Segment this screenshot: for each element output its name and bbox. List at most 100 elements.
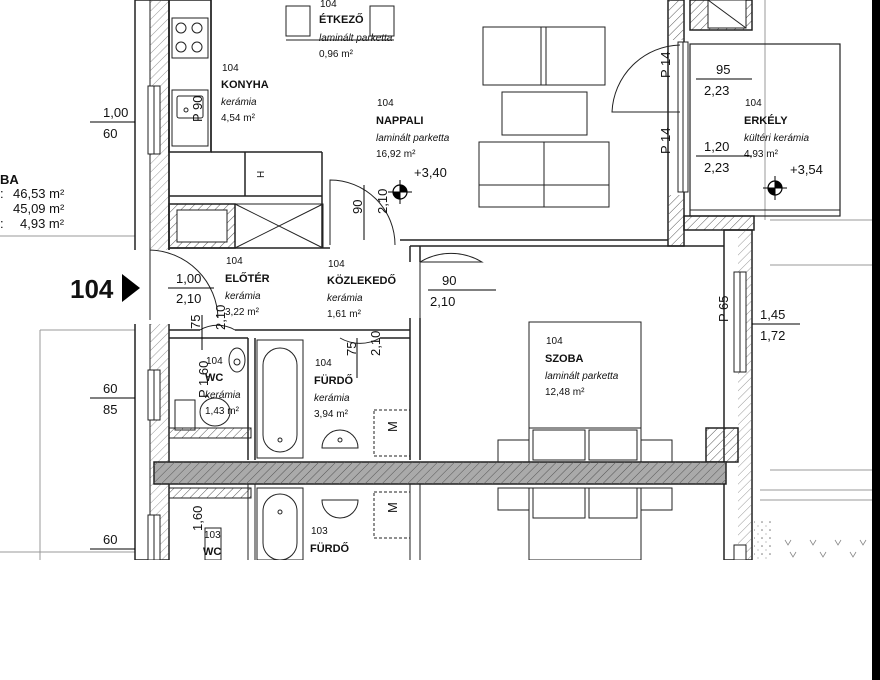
neighbour-outlines (0, 0, 880, 560)
room-szoba: 104 SZOBA laminált parketta 12,48 m² (545, 336, 619, 398)
svg-text:P 90: P 90 (190, 95, 205, 122)
dimension-left-window-2: 60 85 (90, 381, 135, 417)
svg-text:104: 104 (226, 256, 243, 267)
svg-text:SZOBA: SZOBA (545, 353, 584, 365)
interior-doors (199, 179, 484, 344)
svg-text:4,54 m²: 4,54 m² (221, 113, 256, 124)
svg-text:75: 75 (188, 315, 203, 329)
svg-text:4,93 m²: 4,93 m² (744, 149, 779, 160)
svg-text:FÜRDŐ: FÜRDŐ (310, 542, 350, 555)
svg-text:KÖZLEKEDŐ: KÖZLEKEDŐ (327, 274, 397, 287)
svg-text::: : (0, 216, 4, 231)
svg-text:2,10: 2,10 (176, 291, 201, 306)
svg-text:12,48 m²: 12,48 m² (545, 387, 585, 398)
room-eloter: 104 ELŐTÉR kerámia 3,22 m² (225, 256, 270, 318)
svg-text:16,92 m²: 16,92 m² (376, 149, 416, 160)
svg-text:103: 103 (204, 530, 221, 541)
svg-text:0,96 m²: 0,96 m² (319, 49, 354, 60)
dimension-living-door: 90 2,10 (350, 185, 390, 240)
dimension-wc-door: 75 2,10 (188, 305, 228, 350)
svg-text:4,93 m²: 4,93 m² (20, 216, 65, 231)
level-marker-balcony (763, 176, 787, 200)
machine-mark-103: M (385, 502, 400, 513)
svg-text:laminált parketta: laminált parketta (545, 371, 619, 382)
svg-text:kerámia: kerámia (225, 291, 261, 302)
svg-text:2,23: 2,23 (704, 83, 729, 98)
svg-text:103: 103 (311, 526, 328, 537)
svg-text:1,60: 1,60 (190, 506, 205, 531)
svg-text:45,09 m²: 45,09 m² (13, 201, 65, 216)
svg-text:ERKÉLY: ERKÉLY (744, 114, 788, 127)
svg-text:1,43 m²: 1,43 m² (205, 406, 240, 417)
dimension-left-window-3: 60 (90, 532, 135, 550)
svg-text:1,72: 1,72 (760, 328, 785, 343)
svg-text:60: 60 (103, 126, 117, 141)
room-etkezo: 104 ÉTKEZŐ laminált parketta 0,96 m² (319, 0, 393, 60)
svg-text:P 1,60: P 1,60 (196, 361, 211, 398)
machine-mark-104: M (385, 421, 400, 432)
svg-text:1,00: 1,00 (176, 271, 201, 286)
living-furniture (478, 26, 610, 208)
room-kozlekedo: 104 KÖZLEKEDŐ kerámia 1,61 m² (327, 259, 397, 320)
room-erkely: 104 ERKÉLY kültéri kerámia 4,93 m² (744, 98, 809, 160)
dimension-room-window: 1,45 1,72 (752, 307, 800, 343)
svg-text:75: 75 (344, 342, 359, 356)
room-furdo: 104 FÜRDŐ kerámia 3,94 m² (314, 358, 354, 420)
fridge-mark: H (256, 171, 267, 178)
terrace-gravel (754, 520, 772, 560)
svg-text:ELŐTÉR: ELŐTÉR (225, 272, 270, 285)
svg-text:2,10: 2,10 (213, 305, 228, 330)
svg-text:104: 104 (745, 98, 762, 109)
svg-text:104: 104 (328, 259, 345, 270)
room-wc-103: 103 WC (203, 530, 221, 558)
interior-walls (169, 196, 724, 460)
svg-text:60: 60 (103, 532, 117, 547)
svg-text:WC: WC (205, 372, 223, 384)
svg-text:104: 104 (206, 356, 223, 367)
bathroom-sink-icon (321, 429, 359, 449)
svg-text:2,10: 2,10 (368, 331, 383, 356)
svg-text:60: 60 (103, 381, 117, 396)
svg-text:90: 90 (442, 273, 456, 288)
svg-text:kerámia: kerámia (221, 97, 257, 108)
room-nappali: 104 NAPPALI laminált parketta 16,92 m² (376, 98, 450, 160)
right-edge-bar (872, 0, 880, 680)
dimension-balcony-upper: 95 2,23 (696, 62, 752, 98)
wc-fixtures (174, 347, 246, 431)
entry-arrow-icon (122, 274, 140, 302)
kitchen-sink-icon (171, 89, 209, 147)
svg-text:1,00: 1,00 (103, 105, 128, 120)
svg-text:BA: BA (0, 172, 19, 187)
svg-text:P 14: P 14 (658, 51, 673, 78)
level-balcony: +3,54 (790, 162, 823, 177)
room-wc: 104 WC kerámia 1,43 m² (205, 356, 241, 417)
svg-text:95: 95 (716, 62, 730, 77)
svg-text:kerámia: kerámia (314, 393, 350, 404)
unit-103-fixtures (168, 484, 673, 560)
balcony-wall (611, 0, 689, 247)
svg-text:3,22 m²: 3,22 m² (225, 307, 260, 318)
level-marker-living (388, 180, 412, 204)
svg-text:KONYHA: KONYHA (221, 79, 269, 91)
svg-text:1,61 m²: 1,61 m² (327, 309, 362, 320)
terrace-marks (784, 539, 867, 558)
unit-number: 104 (70, 274, 114, 304)
svg-text:104: 104 (320, 0, 337, 10)
svg-text:kültéri kerámia: kültéri kerámia (744, 133, 809, 144)
svg-text:laminált parketta: laminált parketta (376, 133, 450, 144)
level-living: +3,40 (414, 165, 447, 180)
p-labels: P 90 P 14 P 14 P 65 P 1,60 1,60 (190, 51, 731, 531)
dimension-entry-door: 1,00 2,10 (168, 271, 214, 306)
bathtub-icon (256, 339, 304, 459)
bed (497, 321, 673, 463)
shaft (168, 203, 324, 249)
room-furdo-103: 103 FÜRDŐ (310, 526, 350, 555)
svg-text:FÜRDŐ: FÜRDŐ (314, 374, 354, 387)
svg-text:46,53 m²: 46,53 m² (13, 186, 65, 201)
svg-text::: : (0, 186, 4, 201)
entry-door-swing (149, 249, 219, 320)
dining-table (285, 5, 395, 41)
svg-text:90: 90 (350, 200, 365, 214)
outer-wall-right (705, 229, 753, 560)
dimension-left-window-1: 1,00 60 (90, 105, 135, 141)
